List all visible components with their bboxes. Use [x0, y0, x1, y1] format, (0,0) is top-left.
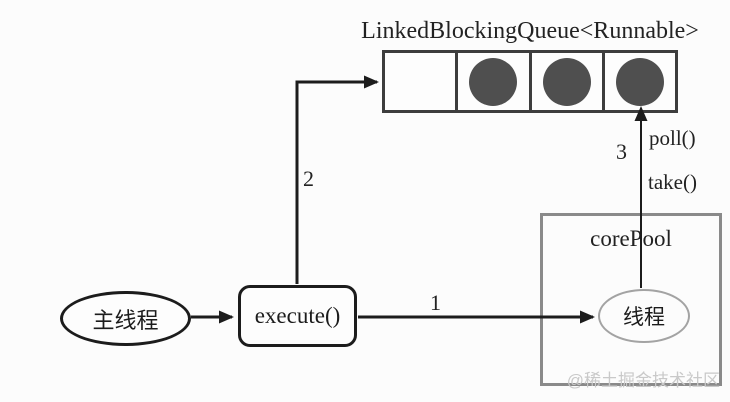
queue-cell — [385, 53, 459, 110]
core-pool-label: corePool — [590, 226, 672, 251]
edge-label-1: 1 — [430, 290, 441, 315]
node-main-thread-label: 主线程 — [92, 307, 159, 333]
task-circle — [469, 57, 518, 106]
watermark: @稀土掘金技术社区 — [566, 371, 720, 390]
edge-label-3: 3 — [616, 139, 627, 164]
node-thread-label: 线程 — [623, 305, 665, 329]
node-thread: 线程 — [598, 289, 690, 343]
edge-label-2: 2 — [303, 166, 314, 191]
node-execute: execute() — [238, 285, 357, 347]
queue-cell — [458, 53, 532, 110]
edge-label-poll: poll() — [649, 126, 696, 150]
node-main-thread: 主线程 — [60, 291, 191, 346]
task-circle — [542, 57, 591, 106]
task-circle — [615, 57, 664, 106]
node-execute-label: execute() — [254, 303, 341, 328]
queue-cell — [532, 53, 605, 110]
queue-cell — [605, 53, 675, 110]
core-pool-box — [540, 213, 722, 386]
queue — [382, 50, 678, 113]
edge-label-take: take() — [648, 170, 697, 194]
queue-title: LinkedBlockingQueue<Runnable> — [361, 18, 699, 44]
